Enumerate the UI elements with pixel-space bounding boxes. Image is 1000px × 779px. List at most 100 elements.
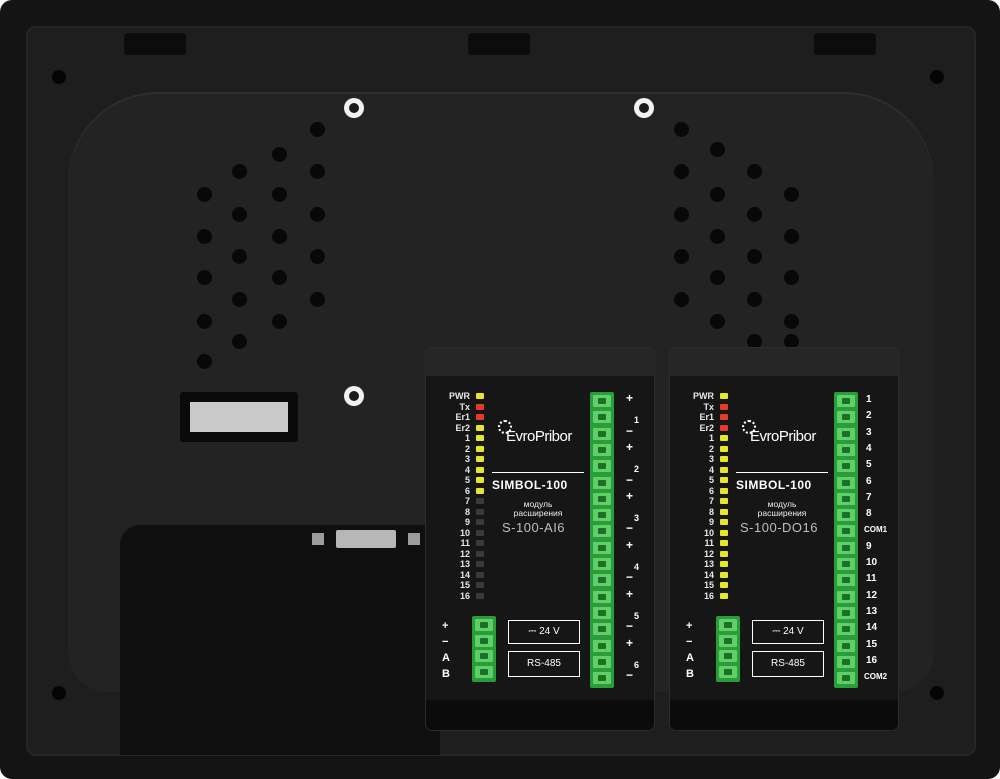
- terminal-screw[interactable]: [593, 606, 611, 619]
- terminal-screw[interactable]: [593, 655, 611, 668]
- indicator-led: [720, 550, 728, 557]
- terminal-label: −: [626, 472, 634, 487]
- terminal-block[interactable]: [590, 392, 614, 688]
- terminal-screw[interactable]: [719, 665, 737, 678]
- corner-screw: [930, 686, 944, 700]
- led-label: 7: [464, 496, 470, 506]
- terminal-screw[interactable]: [837, 558, 855, 570]
- terminal-screw[interactable]: [475, 634, 493, 647]
- terminal-label: 11: [866, 573, 877, 585]
- led-label: 11: [704, 538, 714, 548]
- vent-hole: [232, 207, 247, 222]
- indicator-led: [476, 477, 484, 483]
- vent-hole: [710, 229, 725, 244]
- led-label: 2: [464, 443, 470, 454]
- terminal-screw[interactable]: [837, 672, 855, 685]
- terminal-screw[interactable]: [593, 427, 611, 440]
- terminal-screw[interactable]: [837, 525, 855, 538]
- terminal-screw[interactable]: [593, 525, 611, 538]
- terminal-screw[interactable]: [593, 411, 611, 424]
- led-label: 5: [708, 475, 714, 485]
- terminal-screw[interactable]: [837, 541, 855, 554]
- led-label: 11: [460, 538, 470, 548]
- terminal-screw[interactable]: [593, 509, 611, 522]
- terminal-screw[interactable]: [837, 509, 855, 522]
- indicator-led: [720, 592, 728, 599]
- led-label: 6: [708, 485, 714, 496]
- terminal-screw[interactable]: [837, 590, 855, 603]
- terminal-screw[interactable]: [593, 492, 611, 505]
- power-terminal-block[interactable]: [472, 616, 496, 682]
- terminal-screw[interactable]: [593, 558, 611, 570]
- terminal-screw[interactable]: [593, 460, 611, 473]
- terminal-screw[interactable]: [837, 655, 855, 668]
- terminal-block[interactable]: [834, 392, 858, 688]
- terminal-screw[interactable]: [475, 619, 493, 631]
- led-label: 12: [459, 548, 470, 559]
- corner-screw: [52, 686, 66, 700]
- power-terminal-block[interactable]: [716, 616, 740, 682]
- brand-name: EvroPribor: [750, 428, 816, 445]
- terminal-screw[interactable]: [593, 672, 611, 685]
- terminal-screw[interactable]: [837, 606, 855, 619]
- indicator-led: [476, 403, 484, 410]
- indicator-led: [720, 435, 728, 441]
- terminal-label: +: [626, 439, 634, 454]
- indicator-led: [476, 561, 484, 567]
- terminal-screw[interactable]: [593, 443, 611, 456]
- led-label: 3: [464, 454, 470, 464]
- led-label: PWR: [693, 391, 714, 401]
- expansion-module-ai6: EvroPribor SIMBOL-100 модуль расширения …: [426, 348, 654, 730]
- dsub-port[interactable]: [336, 530, 396, 548]
- terminal-screw[interactable]: [837, 623, 855, 636]
- vent-hole: [784, 270, 799, 285]
- power-label-box: ⎓ 24 V: [508, 620, 580, 644]
- led-label: 16: [459, 590, 470, 601]
- terminal-screw[interactable]: [837, 476, 855, 489]
- vent-hole: [674, 249, 689, 264]
- led-label: 6: [464, 485, 470, 496]
- vent-hole: [710, 270, 725, 285]
- terminal-label: 3: [634, 513, 640, 524]
- io-terminal-label: +: [442, 620, 449, 632]
- led-label: 13: [459, 559, 470, 569]
- serial-connector[interactable]: [312, 530, 420, 548]
- terminal-screw[interactable]: [719, 650, 737, 662]
- vent-hole: [310, 292, 325, 307]
- terminal-label: 1: [866, 394, 872, 405]
- led-label: 13: [703, 559, 714, 569]
- terminal-screw[interactable]: [837, 639, 855, 652]
- terminal-screw[interactable]: [837, 443, 855, 456]
- terminal-screw[interactable]: [593, 395, 611, 407]
- terminal-screw[interactable]: [475, 665, 493, 678]
- terminal-label: 7: [866, 491, 872, 503]
- terminal-screw[interactable]: [837, 395, 855, 407]
- terminal-label: −: [626, 668, 634, 683]
- terminal-screw[interactable]: [837, 574, 855, 587]
- mounting-notch: [124, 33, 186, 55]
- terminal-screw[interactable]: [593, 541, 611, 554]
- terminal-screw[interactable]: [593, 590, 611, 603]
- terminal-label: +: [626, 586, 634, 601]
- indicator-led: [476, 466, 484, 473]
- led-label: 14: [459, 569, 470, 580]
- terminal-screw[interactable]: [719, 634, 737, 647]
- terminal-screw[interactable]: [837, 492, 855, 505]
- terminal-screw[interactable]: [837, 460, 855, 473]
- terminal-screw[interactable]: [837, 427, 855, 440]
- terminal-screw[interactable]: [719, 619, 737, 631]
- terminal-screw[interactable]: [593, 574, 611, 587]
- indicator-led: [720, 445, 728, 452]
- indicator-led: [720, 393, 728, 399]
- terminal-screw[interactable]: [837, 411, 855, 424]
- terminal-screw[interactable]: [475, 650, 493, 662]
- brand-logo-icon: [498, 420, 512, 434]
- vent-hole: [272, 229, 287, 244]
- indicator-led: [476, 456, 484, 462]
- terminal-screw[interactable]: [593, 639, 611, 652]
- vent-hole: [784, 229, 799, 244]
- terminal-screw[interactable]: [593, 623, 611, 636]
- expansion-module-do16: EvroPribor SIMBOL-100 модуль расширения …: [670, 348, 898, 730]
- terminal-screw[interactable]: [593, 476, 611, 489]
- bus-label: RS-485: [771, 658, 805, 669]
